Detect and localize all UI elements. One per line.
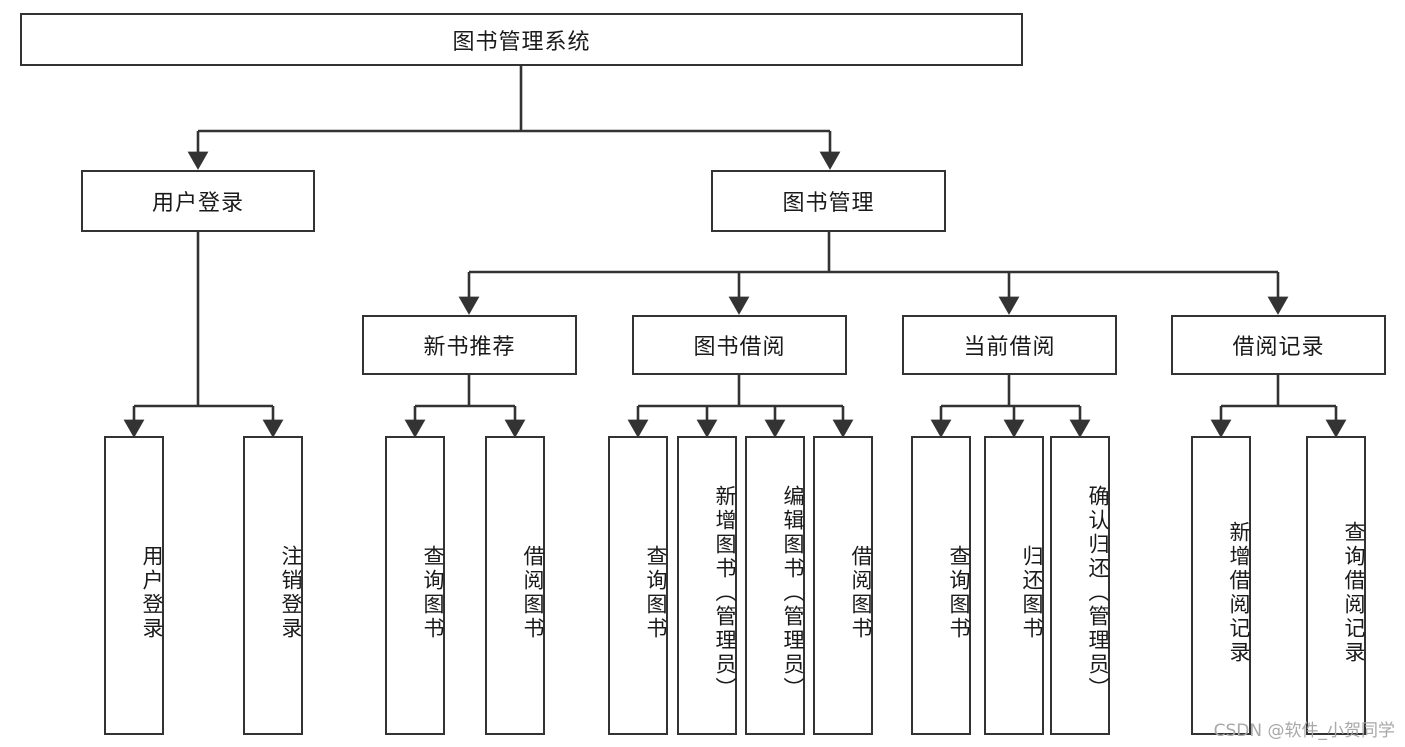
- node-leaf-add-borrow-record[interactable]: 新增借阅记录: [1191, 436, 1251, 735]
- node-new-book-recommend-label: 新书推荐: [423, 335, 516, 360]
- node-borrow-record[interactable]: 借阅记录: [1171, 315, 1386, 375]
- node-leaf-query-book-current[interactable]: 查询图书: [911, 436, 971, 735]
- node-borrow-record-label: 借阅记录: [1232, 335, 1325, 360]
- node-leaf-borrow-book-rec[interactable]: 借阅图书: [485, 436, 545, 735]
- node-book-borrow[interactable]: 图书借阅: [632, 315, 847, 375]
- node-root-label: 图书管理系统: [452, 29, 591, 55]
- watermark: CSDN @软件_小贺同学: [1213, 721, 1395, 741]
- node-leaf-borrow-book[interactable]: 借阅图书: [813, 436, 873, 735]
- node-leaf-user-logout-label: 注销登录: [279, 544, 303, 641]
- node-leaf-user-login-label: 用户登录: [140, 544, 164, 641]
- node-leaf-query-book-borrow-label: 查询图书: [644, 544, 668, 641]
- node-leaf-return-book[interactable]: 归还图书: [984, 436, 1044, 735]
- node-leaf-query-book-borrow[interactable]: 查询图书: [608, 436, 668, 735]
- node-new-book-recommend[interactable]: 新书推荐: [362, 315, 577, 375]
- node-leaf-confirm-return-admin-label: 确认归还（管理员）: [1086, 484, 1110, 701]
- node-leaf-confirm-return-admin[interactable]: 确认归还（管理员）: [1050, 436, 1110, 735]
- node-leaf-query-book-current-label: 查询图书: [947, 544, 971, 641]
- node-root[interactable]: 图书管理系统: [20, 13, 1023, 66]
- node-leaf-query-borrow-record-label: 查询借阅记录: [1342, 520, 1366, 665]
- node-leaf-return-book-label: 归还图书: [1020, 544, 1044, 641]
- node-leaf-borrow-book-rec-label: 借阅图书: [521, 544, 545, 641]
- node-leaf-add-book-admin[interactable]: 新增图书（管理员）: [677, 436, 737, 735]
- node-leaf-query-book-rec-label: 查询图书: [421, 544, 445, 641]
- node-current-borrow[interactable]: 当前借阅: [902, 315, 1117, 375]
- node-leaf-edit-book-admin-label: 编辑图书（管理员）: [781, 484, 805, 701]
- node-book-borrow-label: 图书借阅: [693, 335, 786, 360]
- node-leaf-user-logout[interactable]: 注销登录: [243, 436, 303, 735]
- node-user-login-label: 用户登录: [151, 191, 244, 216]
- node-leaf-query-book-rec[interactable]: 查询图书: [385, 436, 445, 735]
- node-leaf-add-borrow-record-label: 新增借阅记录: [1227, 520, 1251, 665]
- node-user-login[interactable]: 用户登录: [81, 170, 315, 232]
- node-leaf-user-login[interactable]: 用户登录: [104, 436, 164, 735]
- node-current-borrow-label: 当前借阅: [963, 335, 1056, 360]
- node-book-manage-label: 图书管理: [782, 191, 875, 216]
- node-leaf-edit-book-admin[interactable]: 编辑图书（管理员）: [745, 436, 805, 735]
- node-leaf-add-book-admin-label: 新增图书（管理员）: [713, 484, 737, 701]
- node-leaf-borrow-book-label: 借阅图书: [849, 544, 873, 641]
- node-leaf-query-borrow-record[interactable]: 查询借阅记录: [1306, 436, 1366, 735]
- node-book-manage[interactable]: 图书管理: [711, 170, 946, 232]
